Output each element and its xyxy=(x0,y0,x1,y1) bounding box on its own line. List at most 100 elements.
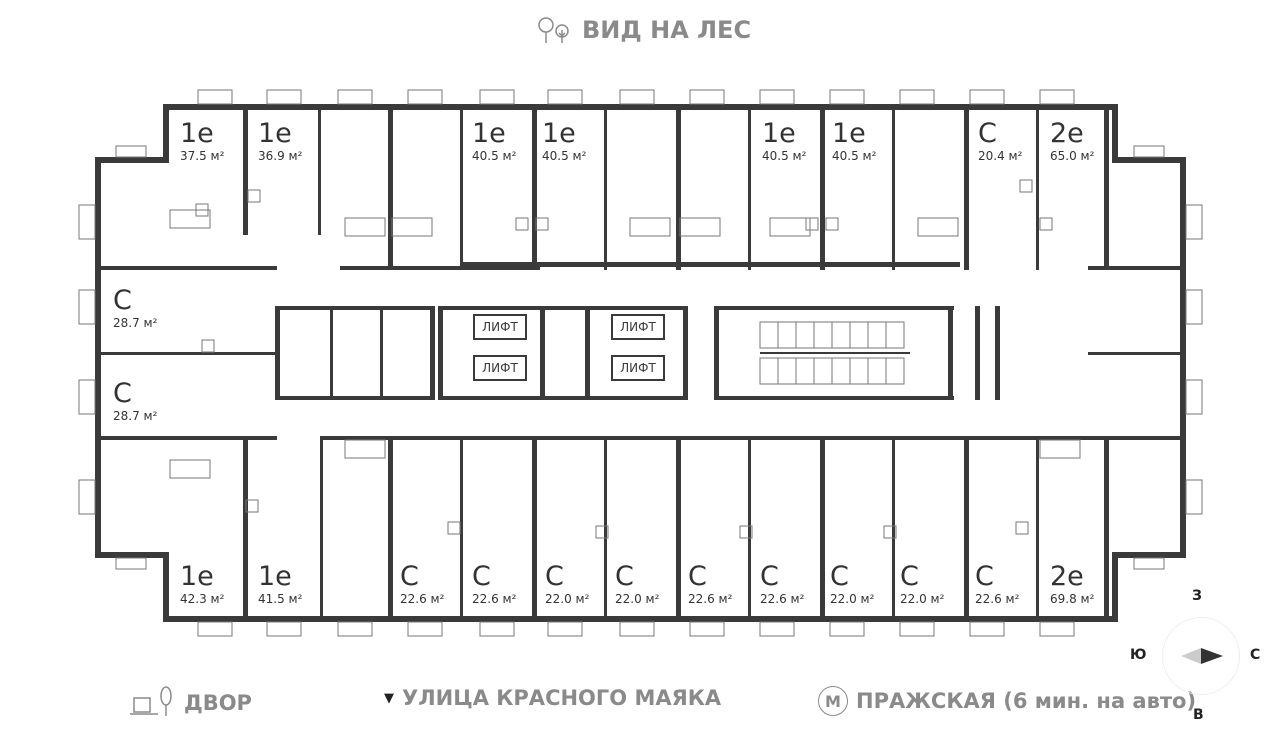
window xyxy=(759,89,795,105)
wall xyxy=(275,306,280,400)
wall xyxy=(460,438,463,618)
wall xyxy=(892,438,895,618)
wall xyxy=(320,438,323,618)
window xyxy=(689,621,725,637)
wall xyxy=(748,108,751,270)
window xyxy=(829,621,865,637)
wall xyxy=(460,108,463,270)
wall xyxy=(1104,438,1109,618)
wall xyxy=(948,306,953,400)
wall xyxy=(532,438,537,618)
wall xyxy=(714,306,954,310)
wall xyxy=(97,352,277,355)
wall xyxy=(995,306,1000,400)
apartment-type: С xyxy=(615,561,634,592)
stove xyxy=(1015,521,1029,535)
lift: ЛИФТ xyxy=(473,355,527,381)
window xyxy=(266,621,302,637)
compass-north: С xyxy=(1250,647,1261,663)
wall xyxy=(430,306,435,400)
apartment-area: 22.6 м² xyxy=(760,592,805,606)
bathtub xyxy=(679,217,721,237)
yard-label: ДВОР xyxy=(184,691,252,715)
stove xyxy=(247,189,261,203)
window xyxy=(197,621,233,637)
stair-step xyxy=(885,357,905,385)
stove xyxy=(739,525,753,539)
apartment-type: 1е xyxy=(832,118,866,149)
apartment-type: С xyxy=(400,561,419,592)
apartment-area: 42.3 м² xyxy=(180,592,225,606)
apartment-area: 36.9 м² xyxy=(258,149,303,163)
apartment-area: 22.0 м² xyxy=(615,592,660,606)
wall xyxy=(683,306,688,400)
window xyxy=(266,89,302,105)
wall xyxy=(95,552,169,558)
wall xyxy=(97,436,277,440)
stove xyxy=(595,525,609,539)
window xyxy=(479,621,515,637)
apartment-area: 40.5 м² xyxy=(472,149,517,163)
compass-west: З xyxy=(1192,588,1202,604)
wall xyxy=(1112,552,1118,622)
bathtub xyxy=(629,217,671,237)
wall xyxy=(820,108,825,270)
apartment-type: С xyxy=(688,561,707,592)
apartment-area: 22.6 м² xyxy=(400,592,445,606)
apartment-area: 40.5 м² xyxy=(832,149,877,163)
apartment-area: 40.5 м² xyxy=(542,149,587,163)
wall xyxy=(604,108,607,270)
apartment-type: 2е xyxy=(1050,561,1084,592)
apartment-type: С xyxy=(978,118,997,149)
apartment-type: 1е xyxy=(542,118,576,149)
lift: ЛИФТ xyxy=(611,355,665,381)
apartment-area: 37.5 м² xyxy=(180,149,225,163)
apartment-type: 1е xyxy=(762,118,796,149)
wall xyxy=(318,108,321,235)
stair-step xyxy=(813,321,833,349)
window xyxy=(1185,479,1203,515)
wall xyxy=(438,306,443,400)
wall xyxy=(438,396,688,400)
stove xyxy=(825,217,839,231)
wall xyxy=(820,438,825,618)
window xyxy=(829,89,865,105)
apartment-area: 22.0 м² xyxy=(830,592,875,606)
wall xyxy=(604,438,607,618)
stair-step xyxy=(795,357,815,385)
stair-step xyxy=(777,321,797,349)
window xyxy=(899,89,935,105)
bathtub xyxy=(344,439,386,459)
compass-circle xyxy=(1162,617,1240,695)
stair-step xyxy=(813,357,833,385)
wall xyxy=(748,438,751,618)
stove xyxy=(515,217,529,231)
stair-step xyxy=(831,357,851,385)
window xyxy=(1185,379,1203,415)
bathtub xyxy=(391,217,433,237)
stair-step xyxy=(795,321,815,349)
